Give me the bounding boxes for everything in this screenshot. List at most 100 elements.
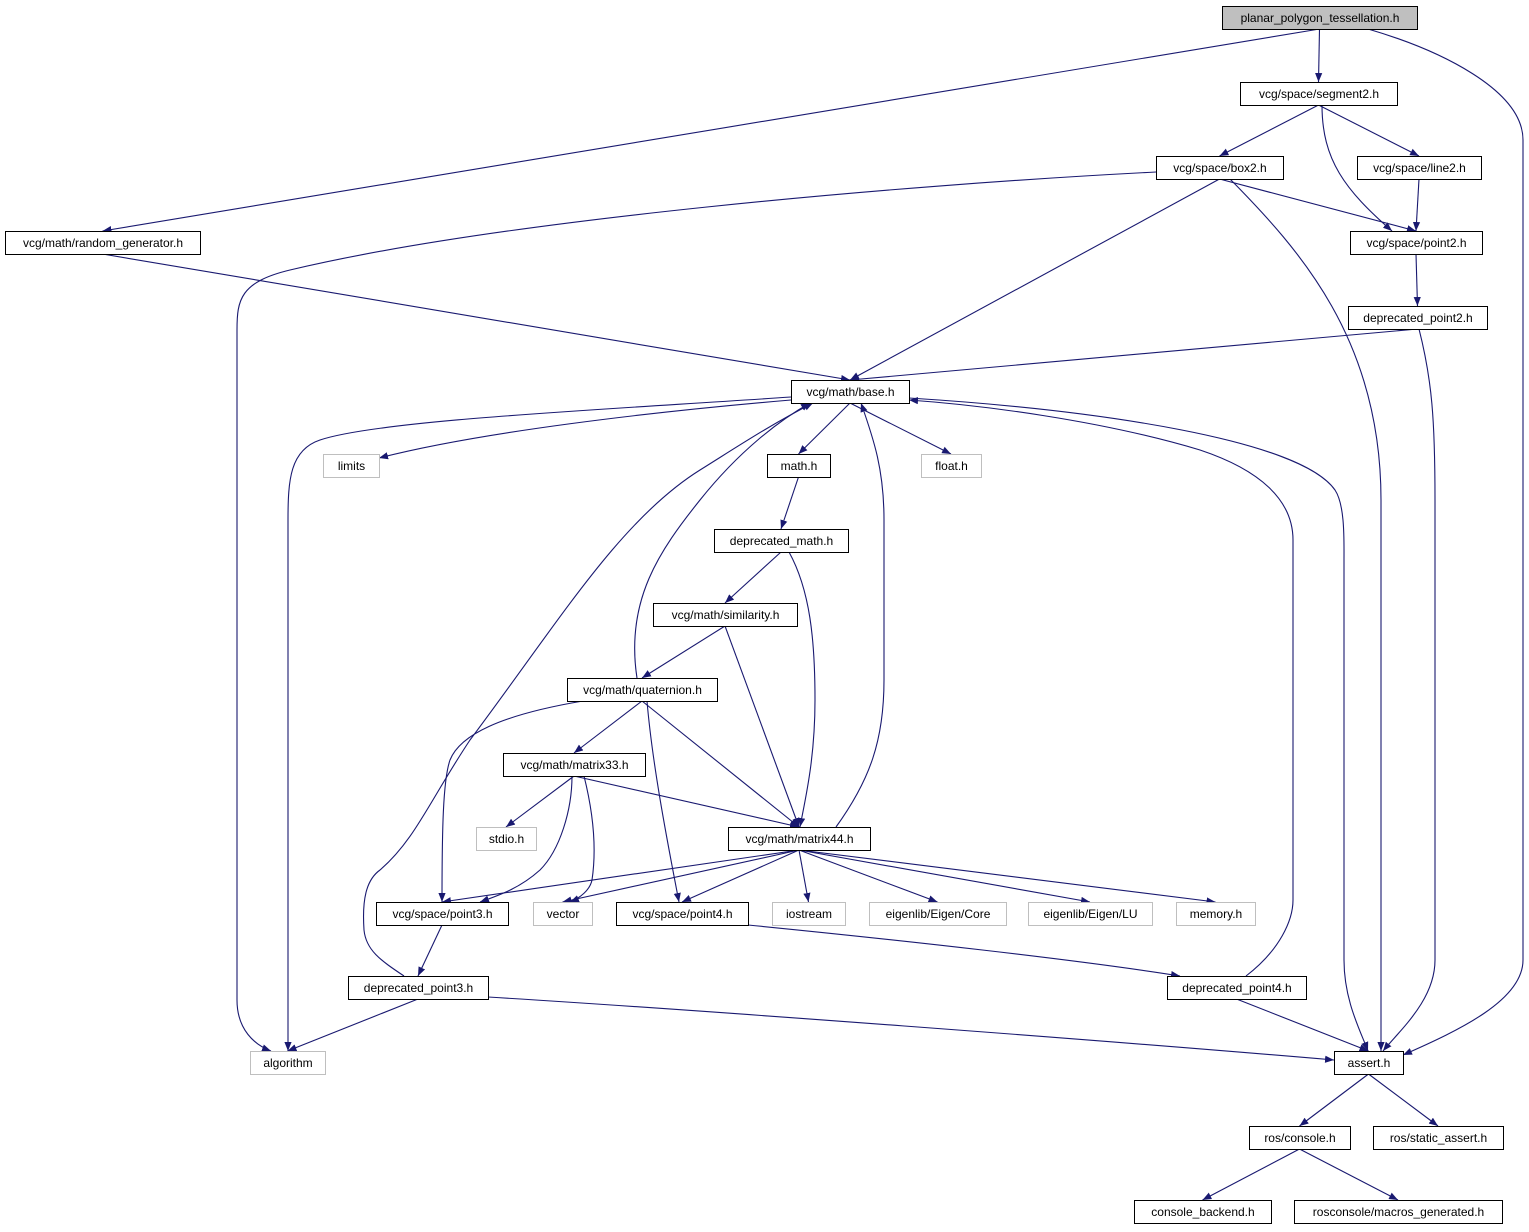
edge-base-to-assert bbox=[908, 397, 1369, 1052]
edge-assert-to-ros_console bbox=[1299, 1073, 1369, 1127]
node-label: math.h bbox=[781, 459, 818, 473]
node-label: iostream bbox=[786, 907, 832, 921]
node-box bbox=[869, 902, 1007, 926]
node-box bbox=[376, 902, 509, 926]
node-box bbox=[348, 976, 489, 1000]
edge-root-to-segment2 bbox=[1315, 28, 1323, 83]
edge-segment2-to-line2 bbox=[1318, 104, 1420, 157]
edge-matrix44-to-memory bbox=[798, 849, 1216, 905]
node-limits: limits bbox=[323, 454, 380, 478]
edge-box2-to-assert bbox=[1229, 178, 1385, 1051]
node-box bbox=[1176, 902, 1256, 926]
edge-deprecated_point3-to-assert bbox=[487, 996, 1335, 1063]
node-box bbox=[1294, 1200, 1503, 1224]
node-assert[interactable]: assert.h bbox=[1334, 1051, 1404, 1075]
node-point2[interactable]: vcg/space/point2.h bbox=[1350, 231, 1483, 255]
node-label: vcg/space/box2.h bbox=[1173, 161, 1266, 175]
edge-deprecated_point2-to-assert bbox=[1382, 328, 1436, 1052]
node-math[interactable]: math.h bbox=[767, 454, 831, 478]
node-box bbox=[476, 827, 537, 851]
node-memory: memory.h bbox=[1176, 902, 1256, 926]
node-box bbox=[250, 1051, 326, 1075]
edge-line2-to-point2 bbox=[1412, 178, 1421, 232]
node-quaternion[interactable]: vcg/math/quaternion.h bbox=[567, 678, 718, 702]
node-label: vcg/space/point4.h bbox=[632, 907, 732, 921]
node-label: vcg/math/similarity.h bbox=[672, 608, 780, 622]
node-box bbox=[1373, 1126, 1504, 1150]
node-label: ros/console.h bbox=[1264, 1131, 1335, 1145]
node-label: limits bbox=[338, 459, 365, 473]
edge-deprecated_point2-to-base bbox=[849, 328, 1418, 383]
node-ros_console[interactable]: ros/console.h bbox=[1249, 1126, 1351, 1150]
edge-matrix33-to-point3 bbox=[479, 775, 573, 903]
node-label: vcg/math/base.h bbox=[806, 385, 894, 399]
node-point3[interactable]: vcg/space/point3.h bbox=[376, 902, 509, 926]
node-segment2[interactable]: vcg/space/segment2.h bbox=[1240, 82, 1398, 106]
edge-box2-to-point2 bbox=[1219, 178, 1417, 233]
node-box bbox=[1240, 82, 1398, 106]
node-box bbox=[1249, 1126, 1351, 1150]
node-similarity[interactable]: vcg/math/similarity.h bbox=[653, 603, 798, 627]
edge-base-to-limits bbox=[378, 399, 792, 460]
node-matrix44[interactable]: vcg/math/matrix44.h bbox=[728, 827, 871, 851]
node-label: vcg/space/line2.h bbox=[1373, 161, 1466, 175]
edge-deprecated_point3-to-algorithm bbox=[287, 998, 419, 1052]
edge-matrix44-to-point3 bbox=[441, 849, 800, 905]
node-box bbox=[1350, 231, 1483, 255]
node-deprecated_point3[interactable]: deprecated_point3.h bbox=[348, 976, 489, 1000]
node-line2[interactable]: vcg/space/line2.h bbox=[1357, 156, 1482, 180]
node-box bbox=[1028, 902, 1153, 926]
node-float: float.h bbox=[921, 454, 982, 478]
node-deprecated_point4[interactable]: deprecated_point4.h bbox=[1167, 976, 1307, 1000]
node-box bbox=[1222, 6, 1418, 30]
edge-deprecated_point4-to-assert bbox=[1236, 998, 1369, 1052]
node-label: memory.h bbox=[1190, 907, 1242, 921]
node-console_backend[interactable]: console_backend.h bbox=[1134, 1200, 1272, 1224]
edge-box2-to-base bbox=[849, 178, 1220, 381]
node-box2[interactable]: vcg/space/box2.h bbox=[1156, 156, 1284, 180]
node-box bbox=[503, 753, 646, 777]
node-label: vcg/math/matrix33.h bbox=[520, 758, 628, 772]
node-box bbox=[533, 902, 593, 926]
node-label: float.h bbox=[935, 459, 968, 473]
node-box bbox=[714, 529, 849, 553]
node-label: algorithm bbox=[263, 1056, 312, 1070]
edge-matrix44-to-point4 bbox=[681, 849, 800, 903]
node-point4[interactable]: vcg/space/point4.h bbox=[616, 902, 749, 926]
edge-matrix44-to-eigen_lu bbox=[798, 849, 1091, 904]
edge-deprecated_point4-to-base bbox=[908, 397, 1294, 977]
edge-point2-to-deprecated_point2 bbox=[1413, 253, 1421, 307]
node-deprecated_point2[interactable]: deprecated_point2.h bbox=[1348, 306, 1488, 330]
node-ros_static_assert[interactable]: ros/static_assert.h bbox=[1373, 1126, 1504, 1150]
node-box bbox=[323, 454, 380, 478]
node-base[interactable]: vcg/math/base.h bbox=[791, 380, 910, 404]
node-algorithm: algorithm bbox=[250, 1051, 326, 1075]
node-box bbox=[1134, 1200, 1272, 1224]
edge-base-to-algorithm bbox=[284, 396, 792, 1051]
node-label: vcg/space/segment2.h bbox=[1259, 87, 1379, 101]
node-box bbox=[616, 902, 749, 926]
node-matrix33[interactable]: vcg/math/matrix33.h bbox=[503, 753, 646, 777]
node-macros_generated[interactable]: rosconsole/macros_generated.h bbox=[1294, 1200, 1503, 1224]
node-random_generator[interactable]: vcg/math/random_generator.h bbox=[5, 231, 201, 255]
edge-matrix33-to-stdio bbox=[505, 775, 575, 828]
node-label: vcg/space/point2.h bbox=[1366, 236, 1466, 250]
edge-similarity-to-quaternion bbox=[641, 625, 726, 679]
node-label: console_backend.h bbox=[1151, 1205, 1254, 1219]
edge-root-to-assert bbox=[1367, 28, 1524, 1056]
node-box bbox=[1334, 1051, 1404, 1075]
node-label: vcg/space/point3.h bbox=[392, 907, 492, 921]
node-label: deprecated_point4.h bbox=[1182, 981, 1291, 995]
edge-segment2-to-box2 bbox=[1219, 104, 1319, 157]
nodes-layer: planar_polygon_tessellation.h vcg/space/s… bbox=[5, 6, 1504, 1224]
edge-point3-to-deprecated_point3 bbox=[417, 924, 443, 977]
node-box bbox=[5, 231, 201, 255]
node-label: eigenlib/Eigen/Core bbox=[886, 907, 991, 921]
node-label: stdio.h bbox=[489, 832, 524, 846]
edges-layer bbox=[102, 28, 1524, 1201]
node-root[interactable]: planar_polygon_tessellation.h bbox=[1222, 6, 1418, 30]
node-deprecated_math[interactable]: deprecated_math.h bbox=[714, 529, 849, 553]
node-label: deprecated_point2.h bbox=[1363, 311, 1472, 325]
node-vector: vector bbox=[533, 902, 593, 926]
node-label: vcg/math/quaternion.h bbox=[583, 683, 702, 697]
